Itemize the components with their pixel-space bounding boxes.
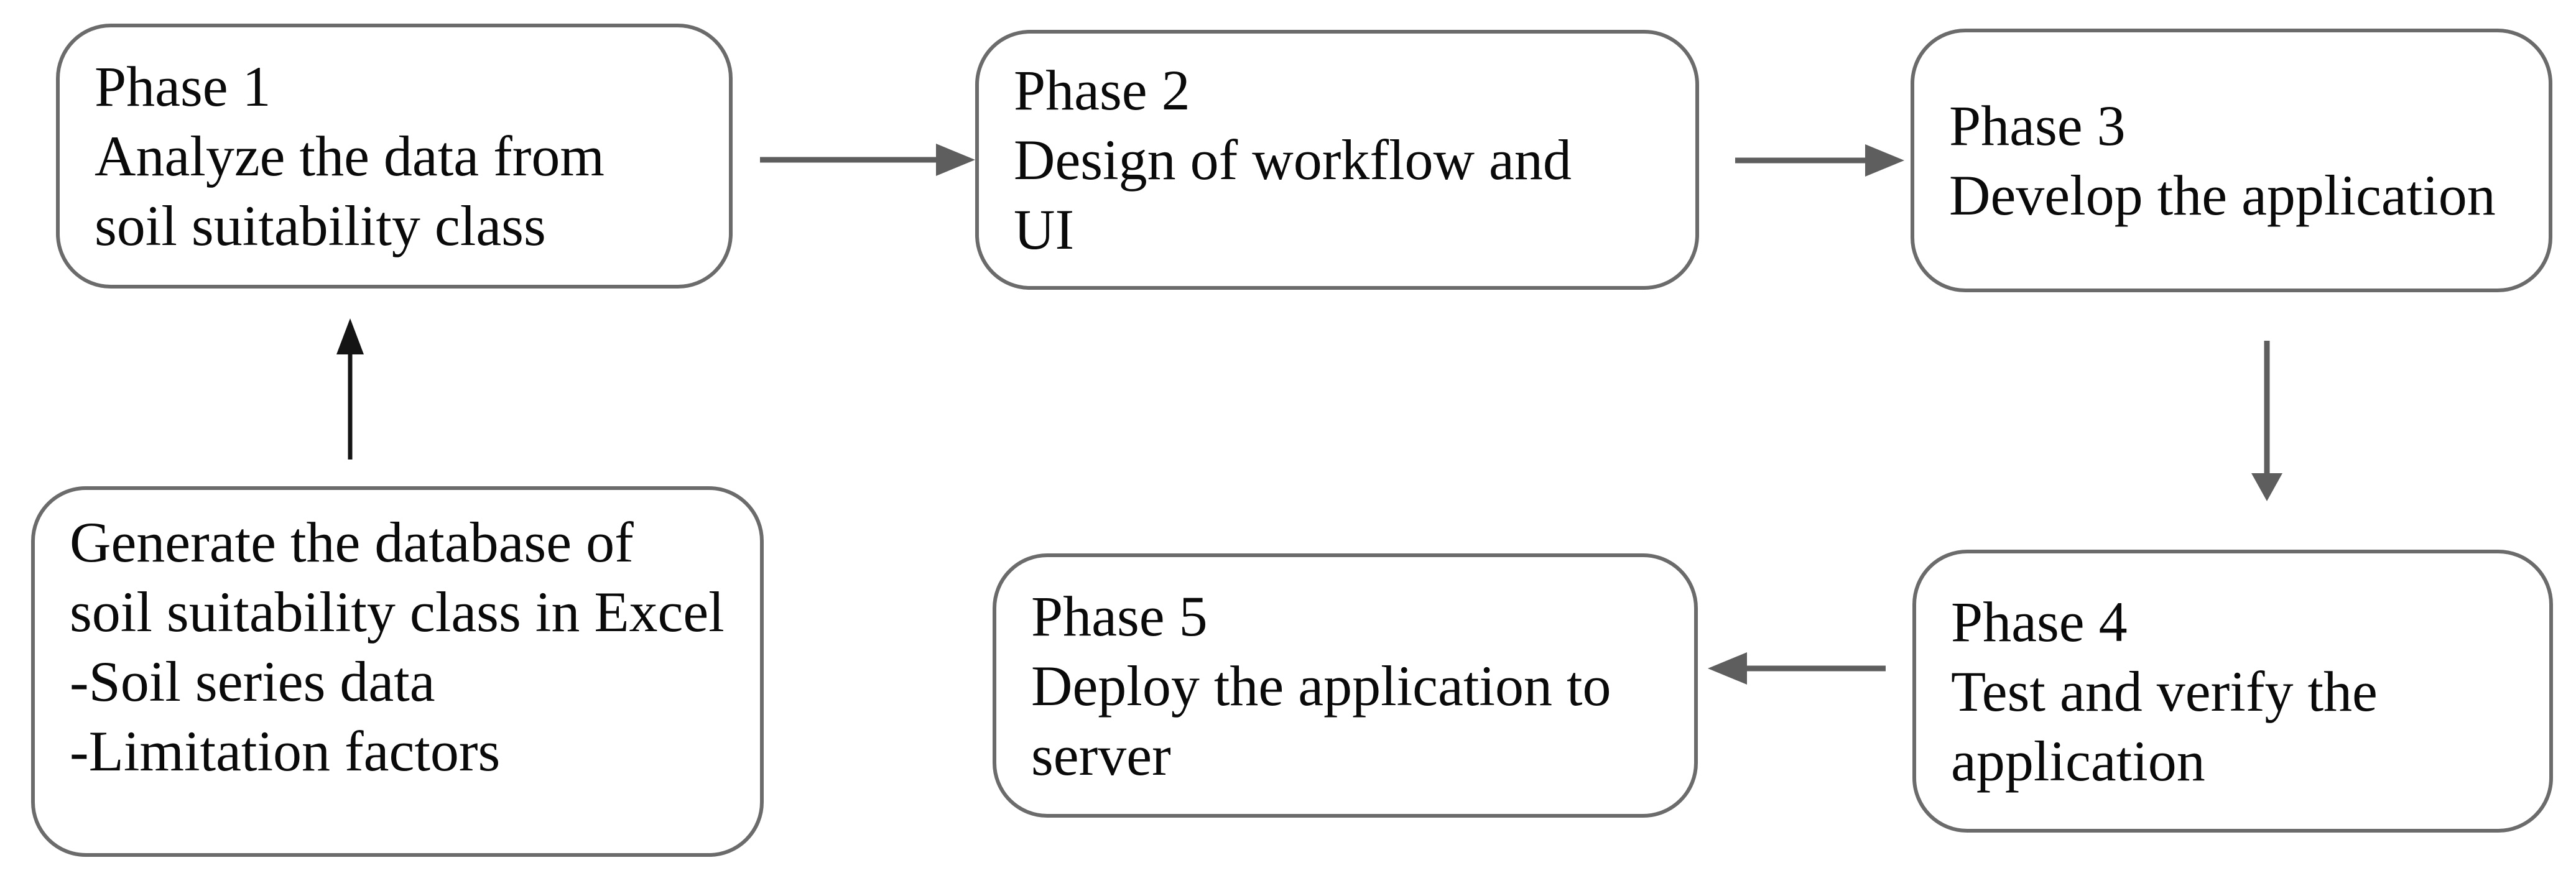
node-generate-database: Generate the database of soil suitabilit… (31, 486, 764, 857)
node-phase-2: Phase 2 Design of workflow and UI (975, 30, 1699, 290)
arrow-phase2-to-phase3-icon (1735, 144, 1904, 177)
node-phase-1: Phase 1 Analyze the data from soil suita… (56, 24, 733, 289)
arrow-phase4-to-phase5-icon (1708, 652, 1886, 685)
arrow-phase1-to-phase2-icon (760, 144, 975, 176)
arrow-database-to-phase1-icon (336, 318, 364, 460)
node-phase-5: Phase 5 Deploy the application to server (993, 553, 1698, 818)
arrow-phase3-to-phase4-icon (2251, 341, 2282, 501)
node-phase-3: Phase 3 Develop the application (1911, 29, 2552, 292)
node-phase-4: Phase 4 Test and verify the application (1912, 550, 2553, 833)
